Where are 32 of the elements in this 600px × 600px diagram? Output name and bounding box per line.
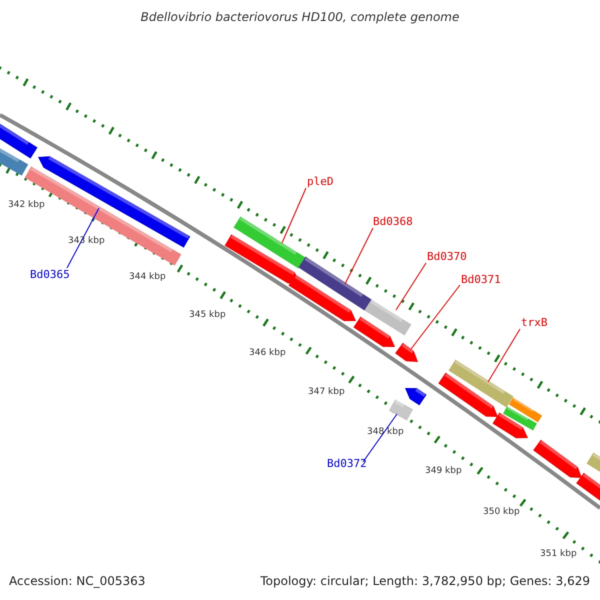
scale-label: 351 kbp: [540, 550, 577, 559]
gene-label: pleD: [307, 176, 334, 187]
scale-label: 346 kbp: [249, 349, 286, 358]
scale-label: 350 kbp: [483, 508, 520, 517]
gene-feature: [395, 342, 418, 362]
leader-line: [66, 208, 100, 268]
scale-label: 345 kbp: [189, 311, 226, 320]
scale-label: 347 kbp: [308, 388, 345, 397]
gene-feature: [448, 360, 514, 408]
scale-label: 342 kbp: [8, 201, 45, 210]
leader-line: [488, 328, 520, 382]
gene-feature: [234, 216, 306, 268]
leader-line: [282, 188, 306, 244]
gene-feature: [24, 166, 182, 266]
gene-feature: [298, 256, 372, 310]
gene-feature: [364, 300, 412, 336]
gene-label: Bd0371: [461, 274, 501, 285]
leader-line: [396, 262, 426, 310]
leader-line: [344, 228, 374, 284]
gene-label: trxB: [521, 317, 548, 328]
gene-label: Bd0365: [30, 269, 70, 280]
title: Bdellovibrio bacteriovorus HD100, complete genome: [140, 11, 460, 23]
gene-label: Bd0368: [373, 216, 413, 227]
gene-label: Bd0372: [327, 458, 367, 469]
gene-feature: [388, 399, 414, 421]
scale-label: 348 kbp: [367, 428, 404, 437]
scale-label: 349 kbp: [425, 467, 462, 476]
gene-label: Bd0370: [427, 251, 467, 262]
leader-line: [410, 284, 460, 350]
accession-text: Accession: NC_005363: [9, 575, 146, 587]
leader-line: [362, 414, 398, 462]
genome-summary: Topology: circular; Length: 3,782,950 bp; Genes: 3,629: [260, 575, 590, 587]
